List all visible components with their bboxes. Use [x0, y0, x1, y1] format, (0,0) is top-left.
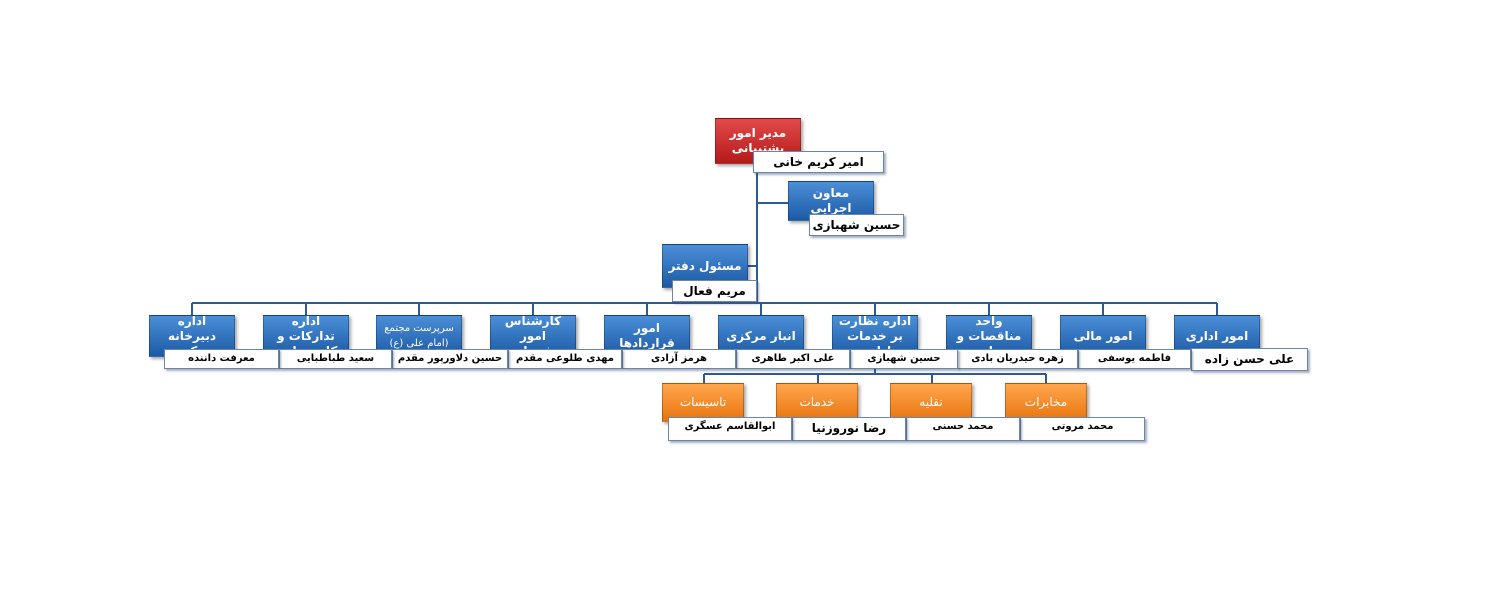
person-unit-3: زهره حیدریان بادی: [957, 349, 1078, 369]
person-unit-1: علی حسن زاده: [1191, 348, 1308, 371]
person-unit-7: مهدی طلوعی مقدم: [508, 349, 622, 369]
person-unit-8: حسین دلاورپور مقدم: [392, 349, 508, 369]
person-sub-2: محمد حسنی: [906, 417, 1020, 441]
person-unit-10: معرفت داننده: [164, 349, 279, 369]
person-root: امیر کریم خانی: [753, 151, 884, 173]
node-unit-1-title: امور اداری: [1185, 328, 1249, 343]
person-unit-5: علی اکبر طاهری: [736, 349, 850, 369]
node-sub-4-title: تاسیسات: [679, 395, 727, 409]
node-sub-2-title: نقلیه: [919, 395, 943, 409]
person-unit-4: حسین شهبازی: [850, 349, 958, 369]
node-sub-1-title: مخابرات: [1024, 395, 1068, 409]
person-unit-2: فاطمه یوسفی: [1078, 349, 1191, 369]
person-sub-3: رضا نوروزنیا: [792, 417, 906, 441]
person-sub-4: ابوالقاسم عسگری: [668, 417, 792, 441]
node-sub-3-title: خدمات: [799, 395, 835, 409]
node-office-title: مسئول دفتر: [668, 258, 742, 273]
person-sub-1: محمد مروتی: [1020, 417, 1145, 441]
node-unit-8-title: سرپرست مجتمع (امام علی (ع): [384, 323, 454, 349]
node-unit-2-title: امور مالی: [1073, 328, 1133, 343]
node-deputy-title: معاون اجرایی: [810, 186, 852, 215]
person-office: مریم فعال: [672, 280, 757, 302]
node-sub-2: نقلیه: [890, 383, 972, 422]
person-unit-6: هرمز آزادی: [622, 349, 736, 369]
person-deputy: حسین شهبازی: [809, 214, 904, 236]
node-sub-4: تاسیسات: [662, 383, 744, 422]
node-unit-5-title: انبار مرکزی: [726, 328, 796, 343]
person-unit-9: سعید طباطبایی: [279, 349, 392, 369]
node-unit-6-title: امور قراردادها: [619, 321, 675, 350]
